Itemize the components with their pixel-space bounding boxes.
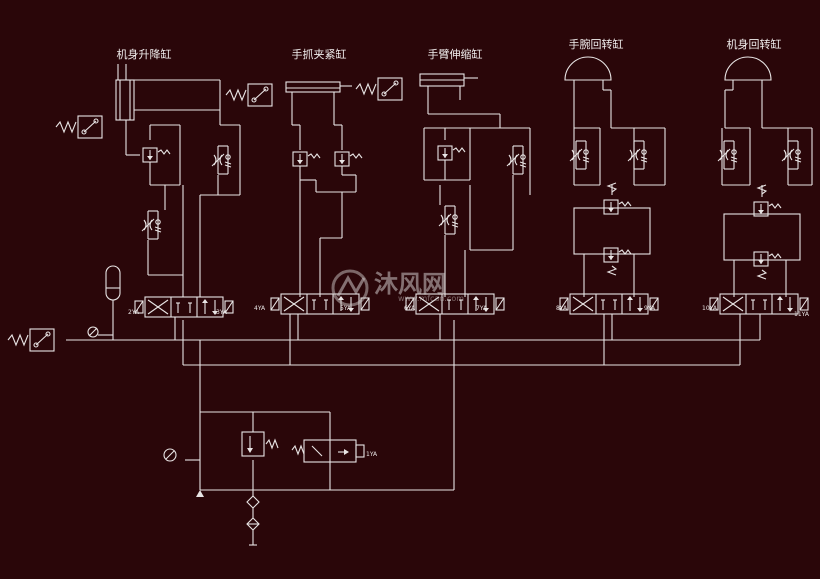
solenoid-label-8ya: 8YA bbox=[556, 305, 568, 312]
wrist-rotary-actuator-icon bbox=[564, 56, 612, 81]
solenoid-label-11ya: 11YA bbox=[794, 311, 810, 318]
lift-pressure-relay bbox=[55, 115, 103, 139]
watermark-url: www.mfcad.com bbox=[398, 294, 464, 303]
clamp-cylinder-title: 手抓夹紧缸 bbox=[292, 47, 347, 61]
solenoid-label-6ya: 6YA bbox=[404, 305, 416, 312]
extend-pressure-relay bbox=[355, 77, 403, 101]
clamp-pressure-relay bbox=[225, 83, 273, 107]
watermark-logo-icon bbox=[331, 269, 369, 307]
inlet-pressure-relay bbox=[7, 328, 55, 352]
solenoid-label-4ya: 4YA bbox=[254, 305, 266, 312]
watermark: 沐风网 www.mfcad.com bbox=[331, 269, 464, 307]
lift-cylinder-circuit bbox=[55, 64, 241, 318]
accumulator-icon bbox=[105, 265, 121, 340]
body-rotate-title: 机身回转缸 bbox=[727, 37, 782, 51]
solenoid-label-10ya: 10YA bbox=[702, 305, 718, 312]
relief-valve bbox=[241, 431, 279, 457]
lift-cylinder-title: 机身升降缸 bbox=[117, 47, 172, 61]
unloading-valve bbox=[291, 439, 365, 463]
pressure-gauge-icon bbox=[87, 326, 99, 338]
extend-cylinder-title: 手臂伸缩缸 bbox=[428, 47, 483, 61]
extend-cylinder-circuit bbox=[355, 73, 531, 315]
clamp-cylinder-circuit bbox=[225, 81, 370, 315]
solenoid-label-7ya: 7YA bbox=[476, 305, 488, 312]
body-rotary-actuator-icon bbox=[724, 56, 772, 81]
solenoid-label-3ya: 3YA bbox=[216, 309, 228, 316]
main-pressure-line bbox=[66, 320, 760, 496]
solenoid-label-2ya: 2YA bbox=[128, 309, 140, 316]
wrist-rotate-circuit bbox=[559, 56, 666, 315]
solenoid-label-5ya: 5YA bbox=[340, 305, 352, 312]
wrist-rotate-title: 手腕回转缸 bbox=[569, 37, 624, 51]
solenoid-label-1ya: 1YA bbox=[366, 451, 378, 458]
body-rotate-circuit bbox=[709, 56, 813, 315]
filter-icon bbox=[246, 495, 260, 546]
bottom-gauge-icon bbox=[163, 448, 177, 462]
solenoid-label-9ya: 9YA bbox=[644, 305, 656, 312]
watermark-brand: 沐风网 bbox=[374, 270, 446, 298]
tank-icon bbox=[196, 490, 204, 497]
